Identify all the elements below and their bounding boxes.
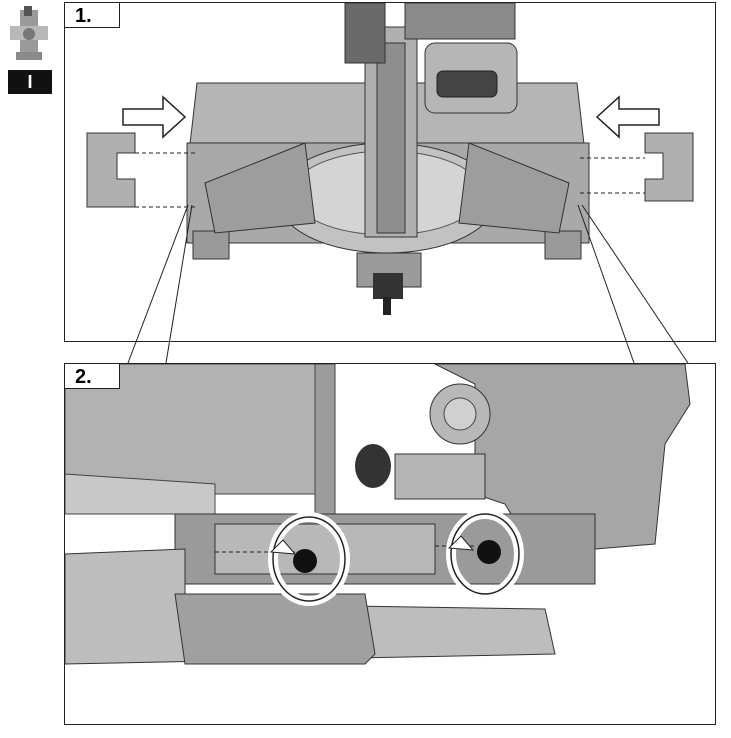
- section-thumbnail: I: [6, 4, 52, 94]
- step-2-label: 2.: [65, 364, 120, 389]
- step-1-panel: 1.: [64, 2, 716, 342]
- rotate-arrow-left-icon: [268, 512, 350, 606]
- rotate-arrow-right-icon: [446, 509, 524, 599]
- section-tag: I: [8, 70, 52, 94]
- step-2-panel: 2.: [64, 363, 716, 725]
- insert-left-arrow-icon: [595, 95, 660, 139]
- extension-close-up-illustration: [65, 364, 691, 665]
- insert-right-arrow-icon: [122, 95, 187, 139]
- saw-thumbnail-icon: [6, 4, 52, 70]
- step-1-label: 1.: [65, 3, 120, 28]
- miter-saw-front-illustration: [86, 3, 694, 315]
